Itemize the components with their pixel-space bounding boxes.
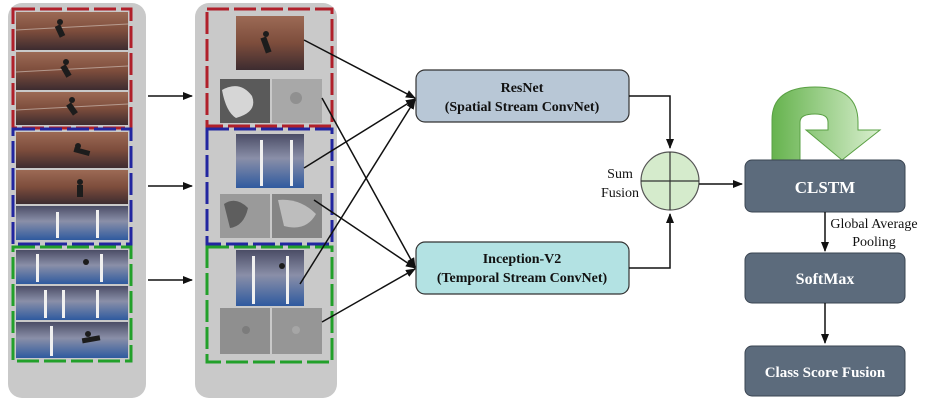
frame-group-blue (11, 127, 133, 246)
frame-group-red (11, 7, 133, 130)
video-frame-thumbnail (16, 250, 128, 284)
sampled-frames-panel (195, 3, 337, 398)
clstm-label: CLSTM (795, 178, 855, 197)
video-frame-thumbnail (16, 206, 128, 240)
sum-fusion-label-line2: Fusion (601, 186, 639, 201)
softmax-label: SoftMax (796, 271, 855, 288)
video-frame-thumbnail (236, 134, 304, 188)
resnet-node: ResNet (Spatial Stream ConvNet) (415, 69, 630, 123)
video-frame-thumbnail (16, 170, 128, 204)
sample-group-blue (205, 127, 334, 246)
edge-inception-to-sum (629, 213, 674, 269)
resnet-subtitle: (Spatial Stream ConvNet) (445, 100, 600, 115)
edge-rgb-blue-to-resnet (303, 98, 416, 169)
class-score-fusion-node: Class Score Fusion (744, 345, 906, 397)
frame-group-green (11, 245, 133, 363)
video-frame-thumbnail (16, 286, 128, 320)
edge-flow-red-to-inception (321, 97, 416, 268)
edge-resnet-to-sum (629, 95, 674, 149)
clstm-node: CLSTM (744, 159, 906, 213)
video-frame-thumbnail (236, 250, 304, 306)
video-frame-thumbnail (16, 322, 128, 358)
video-frame-thumbnail (16, 132, 128, 168)
inception-node: Inception-V2 (Temporal Stream ConvNet) (415, 241, 630, 295)
edge-flow-blue-to-inception (313, 199, 416, 269)
class-score-fusion-label: Class Score Fusion (765, 365, 886, 381)
pooling-label-line2: Pooling (852, 235, 896, 250)
edge-flow-green-to-inception (321, 268, 416, 323)
inception-subtitle: (Temporal Stream ConvNet) (437, 271, 608, 286)
sum-fusion-node: Sum Fusion (601, 151, 700, 211)
sample-group-red (205, 7, 334, 128)
edge-rgb-red-to-resnet (303, 39, 416, 99)
input-frames-panel (8, 3, 146, 398)
edge-rgb-green-to-resnet (299, 99, 416, 285)
resnet-title: ResNet (501, 81, 544, 96)
pooling-label-line1: Global Average (830, 217, 917, 232)
recurrent-loop-arrow-icon (771, 86, 882, 161)
sample-group-green (205, 245, 334, 364)
softmax-node: SoftMax (744, 252, 906, 304)
video-frame-thumbnail (236, 16, 304, 70)
sum-fusion-label-line1: Sum (607, 167, 633, 182)
video-frame-thumbnail (16, 12, 128, 50)
inception-title: Inception-V2 (483, 252, 562, 267)
